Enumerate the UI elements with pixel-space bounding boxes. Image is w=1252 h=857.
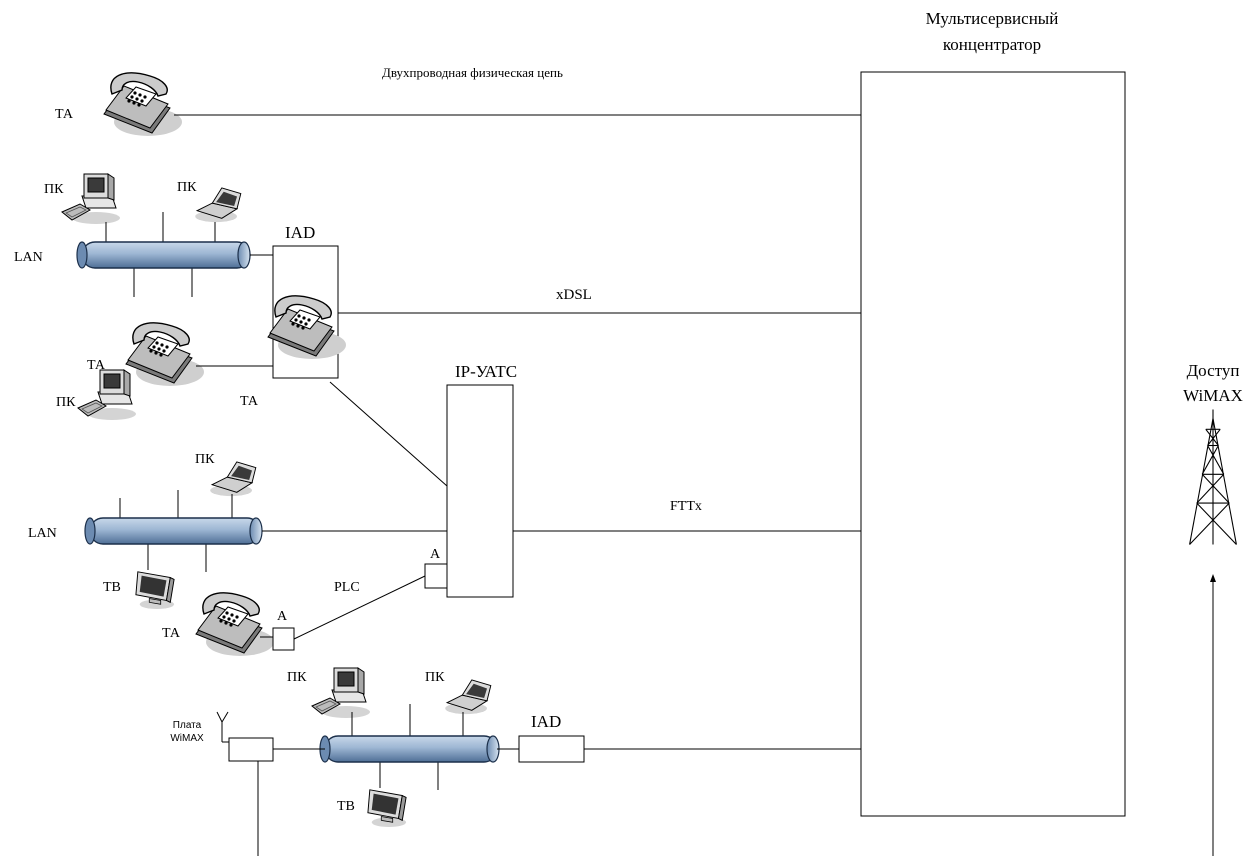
- iad-label: IAD: [285, 223, 315, 242]
- phone-icon: [103, 72, 183, 137]
- plc-line: [293, 575, 426, 640]
- desktop-pc-icon: [311, 667, 371, 719]
- wimax-tower-icon: [1188, 408, 1238, 546]
- ta-label: ТА: [55, 107, 74, 122]
- ip-pbx-label: IP-УАТС: [455, 362, 517, 381]
- ta-label: ТА: [87, 358, 106, 373]
- wimax-card-label-line1: Плата: [173, 720, 202, 731]
- iad-box: [518, 735, 585, 763]
- phone-icon: [195, 592, 275, 657]
- wimax-card-box: [228, 737, 274, 762]
- pc-label: ПК: [425, 670, 445, 685]
- wimax-access-line1: Доступ: [1187, 361, 1240, 380]
- lan-bus-2: [84, 517, 263, 545]
- pc-label: ПК: [56, 395, 76, 410]
- laptop-icon: [194, 187, 242, 223]
- desktop-pc-icon: [61, 173, 121, 225]
- adapter-label: A: [430, 547, 441, 562]
- tv-label: ТВ: [103, 580, 121, 595]
- lan-bus-3: [319, 735, 500, 763]
- arrow-up-icon: [1210, 574, 1216, 582]
- wimax-card-label-line2: WiMAX: [170, 733, 204, 744]
- wimax-access-line2: WiMAX: [1183, 386, 1243, 405]
- laptop-icon: [444, 679, 492, 715]
- pc-label: ПК: [44, 182, 64, 197]
- hub-title-line2: концентратор: [943, 35, 1041, 54]
- phone-icon: [125, 322, 205, 387]
- tv-label: ТВ: [337, 799, 355, 814]
- hub-title-line1: Мультисервисный: [926, 9, 1059, 28]
- plc-adapter-phone: [272, 627, 295, 651]
- ta-label: ТА: [240, 394, 259, 409]
- ta-label: ТА: [162, 626, 181, 641]
- adapter-label: A: [277, 609, 288, 624]
- ip-pbx-box: [446, 384, 514, 598]
- laptop-icon: [209, 461, 257, 497]
- lan-label: LAN: [28, 526, 57, 541]
- tv-icon: [367, 789, 407, 828]
- fttx-label: FTTx: [670, 499, 702, 514]
- plc-label: PLC: [334, 580, 360, 595]
- pc-label: ПК: [195, 452, 215, 467]
- lan-label: LAN: [14, 250, 43, 265]
- iad-label: IAD: [531, 712, 561, 731]
- multiservice-hub: [860, 71, 1126, 817]
- pc-label: ПК: [287, 670, 307, 685]
- two-wire-label: Двухпроводная физическая цепь: [382, 65, 563, 80]
- antenna-icon: [216, 711, 229, 743]
- plc-adapter-hub: [424, 563, 448, 589]
- desktop-pc-icon: [77, 369, 137, 421]
- xdsl-label: xDSL: [556, 287, 592, 303]
- tv-icon: [135, 571, 175, 610]
- lan-bus-1: [76, 241, 251, 269]
- pc-label: ПК: [177, 180, 197, 195]
